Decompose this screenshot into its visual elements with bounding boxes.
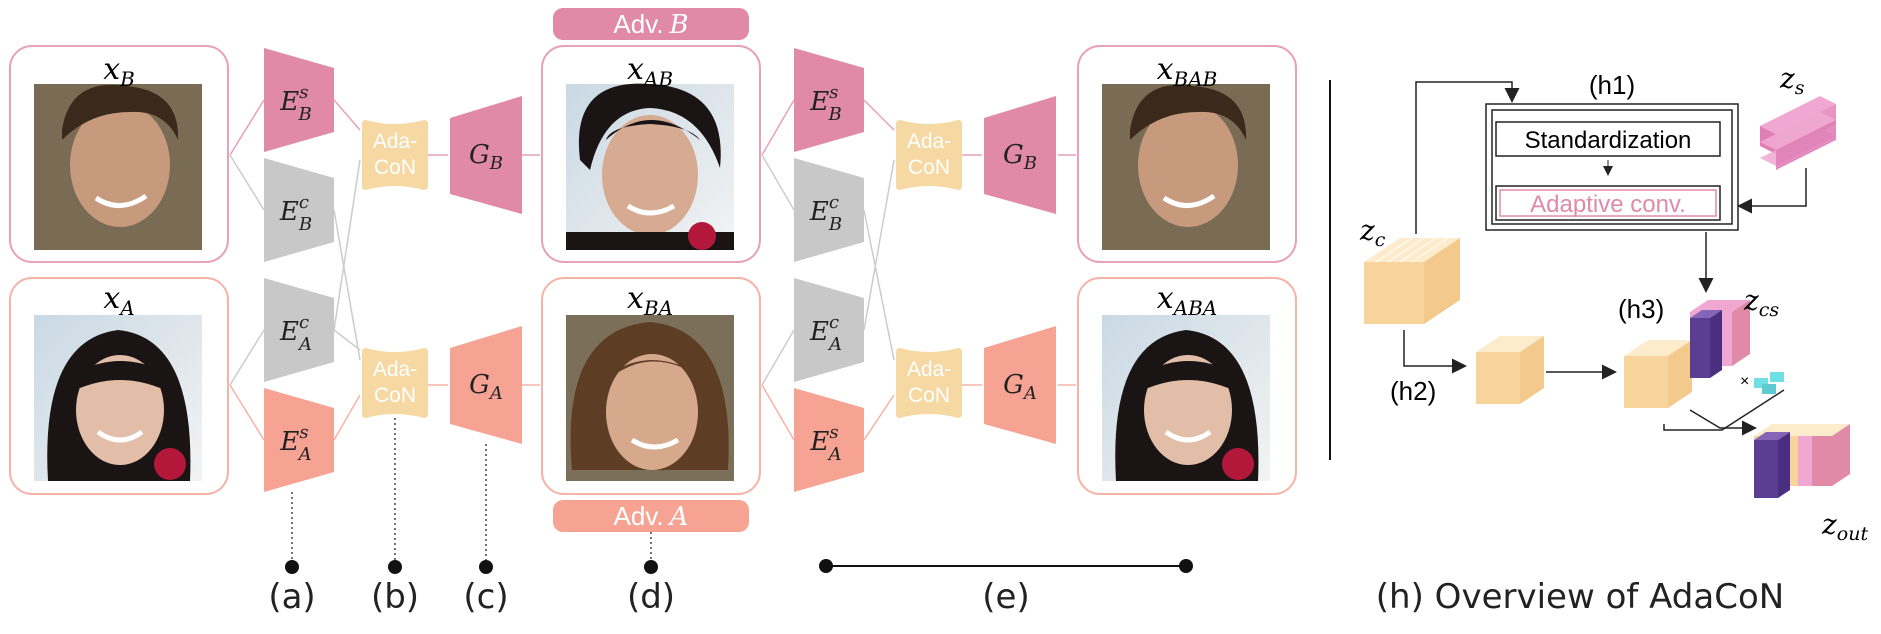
generator-GA-1: [450, 326, 522, 444]
generators: GB GA GB GA: [450, 96, 1056, 444]
svg-text:zcs: zcs: [1743, 284, 1779, 321]
caption-h: (h) Overview of AdaCoN: [1376, 577, 1784, 617]
svg-text:CoN: CoN: [374, 156, 416, 179]
svg-text:Adv.A: Adv.A: [614, 501, 689, 532]
svg-text:Ada-: Ada-: [907, 358, 951, 381]
adacon-overview: (h1) Standardization Adaptive conv. zs: [1359, 62, 1868, 617]
svg-text:Adv.B: Adv.B: [613, 9, 688, 40]
label-h1: (h1): [1589, 70, 1635, 100]
encoder-EC-A-1: [264, 278, 334, 382]
encoder-ES-B-1: [264, 48, 334, 152]
adacon-blocks: Ada- CoN Ada- CoN Ada- CoN Ada- CoN: [362, 120, 962, 418]
svg-text:zout: zout: [1821, 508, 1868, 545]
image-box-xB: xB: [9, 45, 229, 263]
caption-e: (e): [982, 577, 1029, 617]
zc-tensor: zc: [1359, 214, 1460, 324]
generator-GB-2: [984, 96, 1056, 214]
svg-text:EsB: EsB: [809, 82, 841, 125]
adacon-block-2-top: Ada- CoN: [896, 120, 962, 190]
encoder-EC-B-1: [264, 158, 334, 262]
svg-text:Ada-: Ada-: [907, 130, 951, 153]
zcs-tensor: zcs: [1690, 284, 1779, 378]
adacon-block-1-top: Ada- CoN: [362, 120, 428, 190]
svg-text:EcA: EcA: [809, 312, 842, 355]
svg-text:CoN: CoN: [908, 384, 950, 407]
encoder-ES-A-2: [794, 388, 864, 492]
adv-B-badge: Adv.B: [553, 8, 749, 40]
svg-text:EcB: EcB: [279, 192, 312, 235]
label-xAB: xAB: [627, 52, 673, 91]
caption-c: (c): [463, 577, 508, 617]
label-xA: xA: [103, 281, 134, 320]
adv-A-badge: Adv.A: [553, 500, 749, 532]
caption-a: (a): [268, 577, 315, 617]
zout-tensor: zout: [1754, 424, 1868, 545]
svg-text:EcB: EcB: [809, 192, 842, 235]
image-box-xAB: xAB: [541, 45, 761, 263]
zs-tensor: zs: [1760, 62, 1836, 170]
bottom-captions: (a) (b) (c) (d) (e): [268, 418, 1193, 617]
svg-text:GB: GB: [1003, 140, 1037, 174]
svg-text:EsB: EsB: [279, 82, 311, 125]
label-xB: xB: [103, 52, 135, 91]
svg-text:zc: zc: [1359, 214, 1386, 251]
svg-text:Standardization: Standardization: [1525, 127, 1692, 154]
svg-text:CoN: CoN: [374, 384, 416, 407]
label-xABA: xABA: [1157, 281, 1218, 320]
encoder-EC-A-2: [794, 278, 864, 382]
image-box-xA: xA: [9, 277, 229, 495]
svg-text:EsA: EsA: [809, 422, 841, 465]
svg-text:×: ×: [1740, 373, 1749, 390]
svg-text:Ada-: Ada-: [373, 358, 417, 381]
svg-text:Ada-: Ada-: [373, 130, 417, 153]
encoder-ES-B-2: [794, 48, 864, 152]
encoder-EC-B-2: [794, 158, 864, 262]
caption-d: (d): [627, 577, 675, 617]
generator-GB-1: [450, 96, 522, 214]
svg-text:CoN: CoN: [908, 156, 950, 179]
cyan-offsets: ×: [1740, 372, 1784, 394]
label-h3: (h3): [1618, 294, 1664, 324]
image-box-xABA: xABA: [1077, 277, 1297, 495]
normalized-tensor: [1624, 340, 1692, 408]
intermediate-tensor: [1476, 336, 1544, 404]
standardization-box: [1495, 121, 1721, 157]
svg-text:GA: GA: [469, 370, 503, 404]
label-h2: (h2): [1390, 376, 1436, 406]
image-box-xBAB: xBAB: [1077, 45, 1297, 263]
adacon-block-1-bottom: Ada- CoN: [362, 348, 428, 418]
image-box-xBA: xBA: [541, 277, 761, 495]
label-xBAB: xBAB: [1157, 52, 1218, 91]
caption-b: (b): [371, 577, 419, 617]
label-xBA: xBA: [627, 281, 673, 320]
generator-GA-2: [984, 326, 1056, 444]
encoder-ES-A-1: [264, 388, 334, 492]
svg-text:GA: GA: [1003, 370, 1037, 404]
svg-text:EcA: EcA: [279, 312, 312, 355]
svg-text:GB: GB: [469, 140, 503, 174]
svg-text:Adaptive conv.: Adaptive conv.: [1530, 191, 1686, 218]
adaptive-conv-box: [1495, 185, 1721, 221]
svg-text:zs: zs: [1779, 62, 1805, 99]
svg-text:EsA: EsA: [279, 422, 311, 465]
adacon-block-2-bottom: Ada- CoN: [896, 348, 962, 418]
connection-lines: [229, 99, 1076, 441]
